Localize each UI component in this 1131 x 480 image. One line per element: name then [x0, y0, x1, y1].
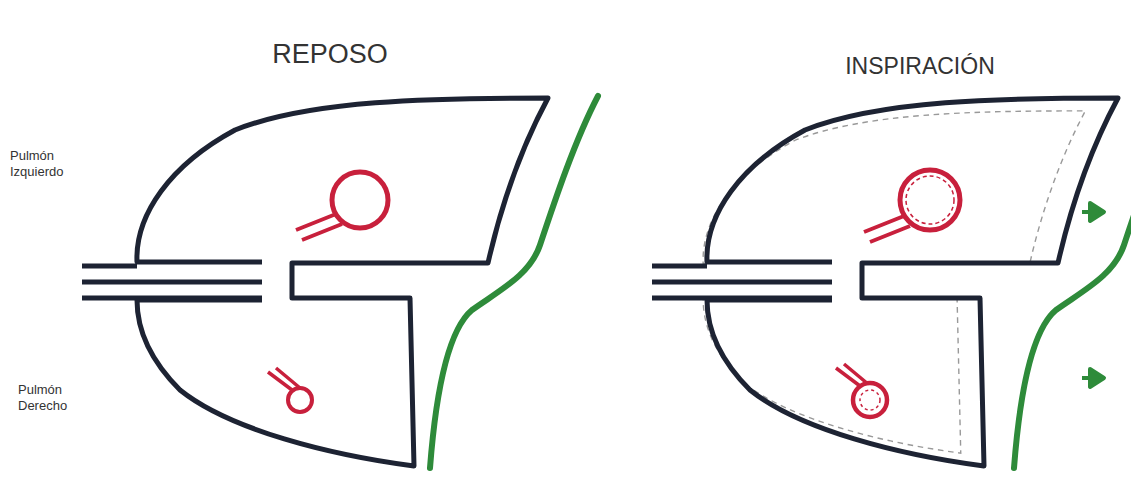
lungs-rest — [82, 96, 598, 468]
lung-label: Pulmón Derecho — [18, 382, 98, 415]
panel-title: REPOSO — [230, 38, 430, 72]
lung-label: Pulmón Izquierdo — [10, 148, 90, 181]
lungs-inspiration — [652, 96, 1131, 468]
panel-title: INSPIRACIÓN — [810, 52, 1030, 81]
